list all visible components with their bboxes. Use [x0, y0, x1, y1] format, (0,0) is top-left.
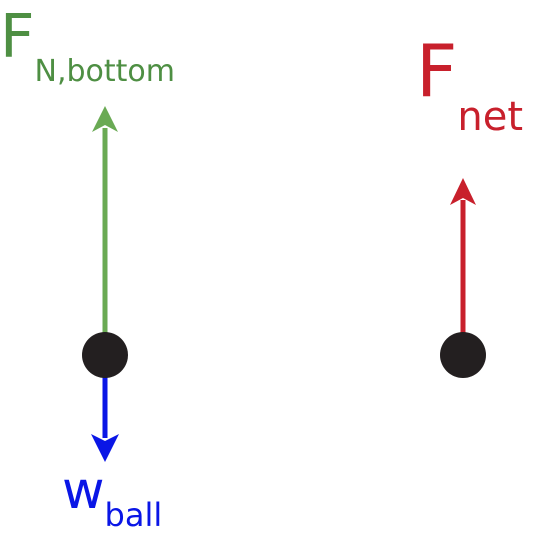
normal-force-label-main: F: [0, 2, 35, 72]
net-force-arrow-head: [450, 178, 476, 205]
weight-label: wball: [62, 461, 162, 534]
net-force-label-main: F: [416, 29, 457, 113]
net-force-diagram: Fnet: [416, 29, 523, 378]
net-force-label: Fnet: [416, 29, 523, 140]
net-ball-dot: [440, 332, 486, 378]
normal-force-arrow-head: [92, 106, 118, 132]
ball-free-body-diagram: FN,bottom wball: [0, 2, 175, 534]
weight-arrow-head: [91, 434, 119, 462]
weight-label-main: w: [62, 461, 105, 521]
weight-label-subscript: ball: [105, 496, 163, 534]
normal-force-label-subscript: N,bottom: [35, 54, 175, 89]
ball-dot: [82, 332, 128, 378]
normal-force-label: FN,bottom: [0, 2, 175, 89]
net-force-label-subscript: net: [457, 94, 523, 140]
